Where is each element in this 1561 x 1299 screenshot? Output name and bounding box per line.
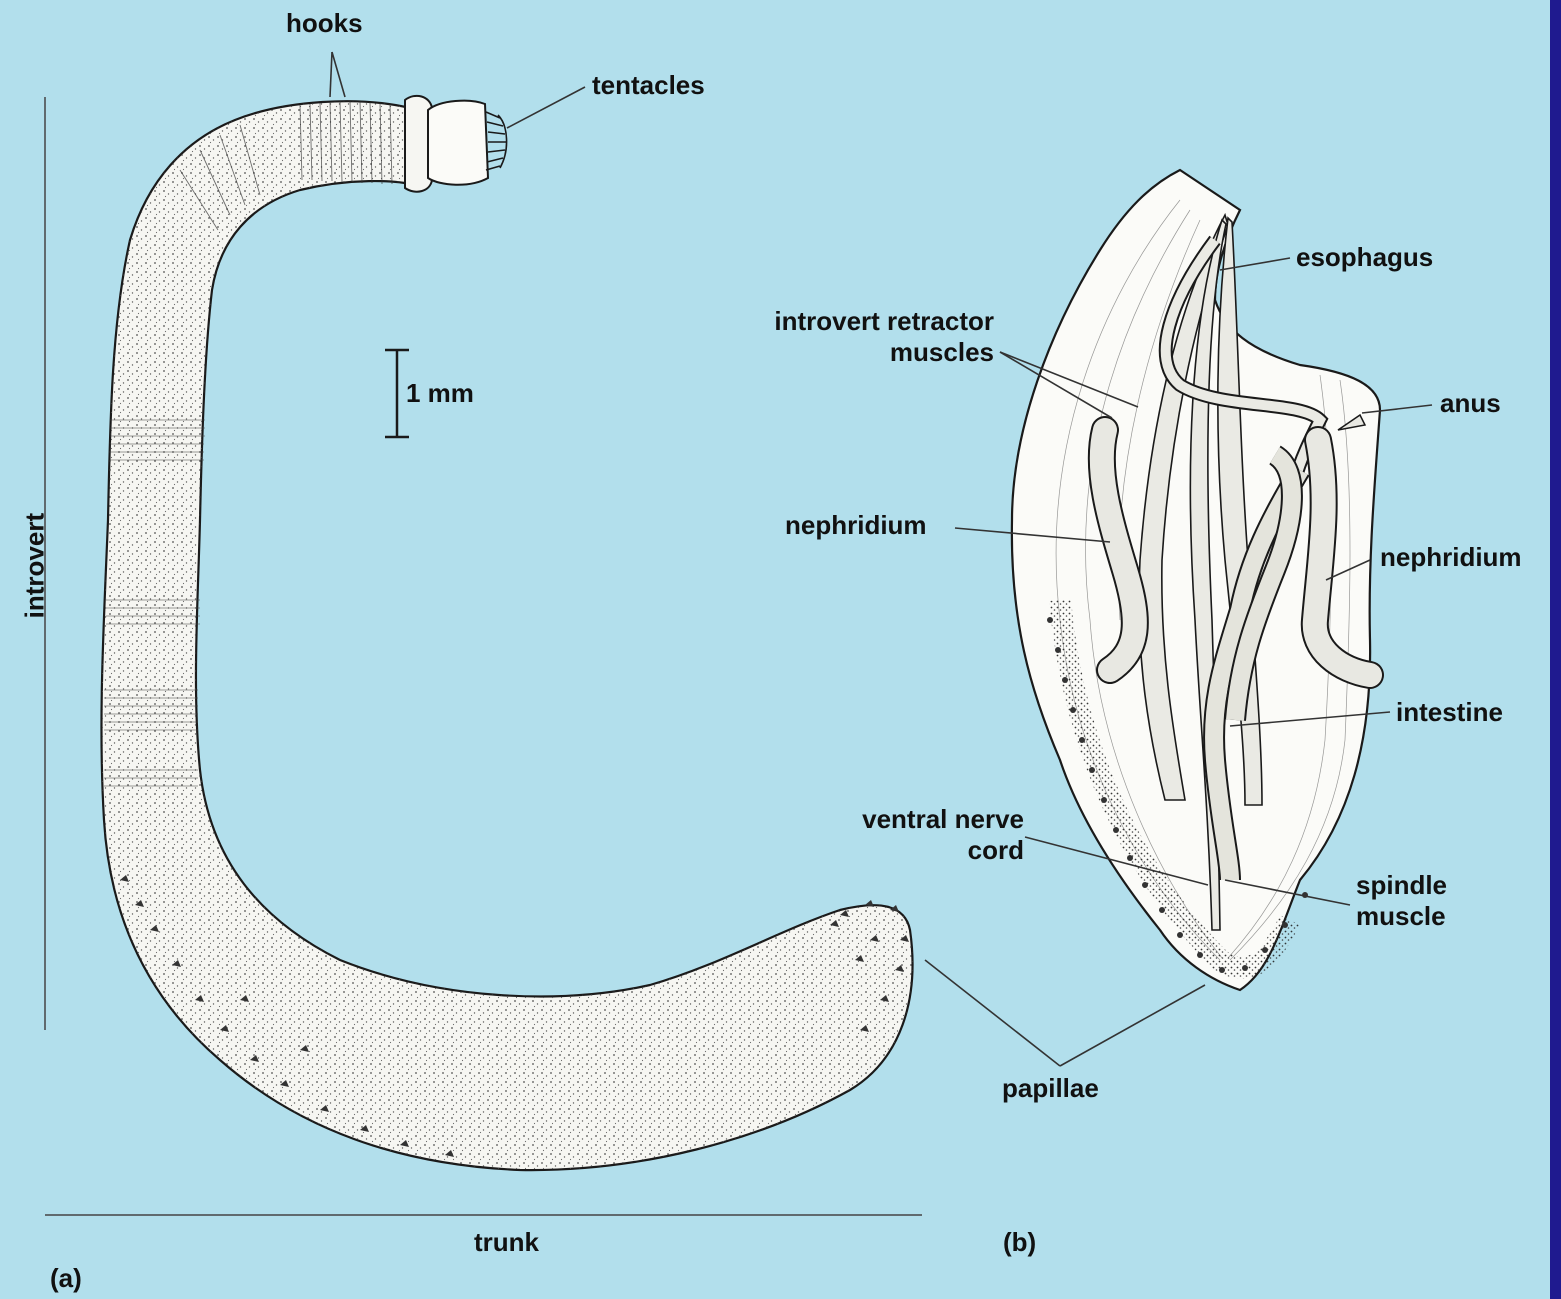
label-trunk: trunk	[474, 1227, 539, 1258]
label-introvert: introvert	[19, 506, 50, 626]
label-scale-bar: 1 mm	[406, 378, 474, 409]
dissection-b	[1012, 170, 1380, 990]
label-panel-a: (a)	[50, 1263, 82, 1294]
label-introvert-retractor-muscles: introvert retractor muscles	[738, 306, 994, 368]
label-nephridium-right: nephridium	[1380, 542, 1522, 573]
label-ventral-nerve-cord: ventral nerve cord	[820, 804, 1024, 866]
label-anus: anus	[1440, 388, 1501, 419]
label-esophagus: esophagus	[1296, 242, 1433, 273]
label-hooks: hooks	[286, 8, 363, 39]
label-tentacles: tentacles	[592, 70, 705, 101]
label-intestine: intestine	[1396, 697, 1503, 728]
label-spindle-muscle: spindle muscle	[1356, 870, 1447, 932]
label-panel-b: (b)	[1003, 1227, 1036, 1258]
label-papillae: papillae	[1002, 1073, 1099, 1104]
label-nephridium-left: nephridium	[785, 510, 927, 541]
worm-body-a	[101, 96, 912, 1170]
